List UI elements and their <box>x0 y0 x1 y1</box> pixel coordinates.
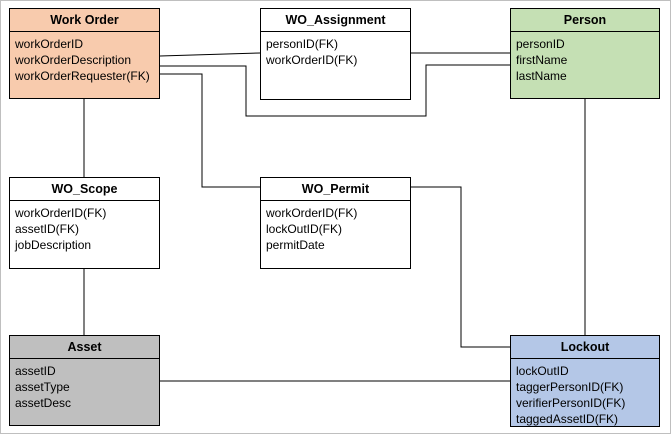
field-list: workOrderID(FK) lockOutID(FK) permitDate <box>261 201 410 253</box>
field-work-order-description: workOrderDescription <box>15 53 132 67</box>
entity-title: Asset <box>10 336 159 359</box>
field-work-order-id: workOrderID <box>15 37 84 51</box>
entity-title: Work Order <box>10 9 159 32</box>
line-workorder-wo-permit <box>160 73 260 188</box>
field-work-order-id-fk: workOrderID(FK) <box>266 53 358 67</box>
field-work-order-id-fk: workOrderID(FK) <box>266 206 358 220</box>
entity-person: Person personID firstName lastName <box>510 8 660 99</box>
entity-title: Lockout <box>511 336 659 359</box>
field-list: lockOutID taggerPersonID(FK) verifierPer… <box>511 359 659 427</box>
field-last-name: lastName <box>516 69 567 83</box>
field-lockout-id: lockOutID <box>516 364 569 378</box>
field-permit-date: permitDate <box>266 238 325 252</box>
field-first-name: firstName <box>516 53 568 67</box>
entity-asset: Asset assetID assetType assetDesc <box>9 335 160 426</box>
field-asset-desc: assetDesc <box>15 396 72 410</box>
field-tagged-asset-id-fk: taggedAssetID(FK) <box>516 412 619 426</box>
entity-title: WO_Assignment <box>261 9 410 32</box>
line-workorder-person <box>160 64 510 117</box>
field-list: workOrderID workOrderDescription workOrd… <box>10 32 159 84</box>
entity-wo-permit: WO_Permit workOrderID(FK) lockOutID(FK) … <box>260 177 411 269</box>
line-workorder-wo-assignment <box>159 52 261 57</box>
field-asset-id-fk: assetID(FK) <box>15 222 80 236</box>
entity-work-order: Work Order workOrderID workOrderDescript… <box>9 8 160 99</box>
field-person-id: personID <box>516 37 565 51</box>
field-work-order-id-fk: workOrderID(FK) <box>15 206 107 220</box>
field-lockout-id-fk: lockOutID(FK) <box>266 222 343 236</box>
field-tagger-person-id-fk: taggerPersonID(FK) <box>516 380 624 394</box>
field-list: workOrderID(FK) assetID(FK) jobDescripti… <box>10 201 159 253</box>
entity-wo-scope: WO_Scope workOrderID(FK) assetID(FK) job… <box>9 177 160 269</box>
line-wo-permit-lockout <box>410 186 510 348</box>
field-list: assetID assetType assetDesc <box>10 359 159 411</box>
entity-wo-assignment: WO_Assignment personID(FK) workOrderID(F… <box>260 8 411 100</box>
entity-title: WO_Permit <box>261 178 410 201</box>
entity-title: WO_Scope <box>10 178 159 201</box>
field-job-description: jobDescription <box>15 238 92 252</box>
field-work-order-requester: workOrderRequester(FK) <box>15 69 150 83</box>
field-asset-id: assetID <box>15 364 56 378</box>
field-list: personID firstName lastName <box>511 32 659 84</box>
entity-title: Person <box>511 9 659 32</box>
field-asset-type: assetType <box>15 380 70 394</box>
entity-lockout: Lockout lockOutID taggerPersonID(FK) ver… <box>510 335 660 427</box>
field-person-id-fk: personID(FK) <box>266 37 339 51</box>
field-list: personID(FK) workOrderID(FK) <box>261 32 410 68</box>
field-verifier-person-id-fk: verifierPersonID(FK) <box>516 396 626 410</box>
